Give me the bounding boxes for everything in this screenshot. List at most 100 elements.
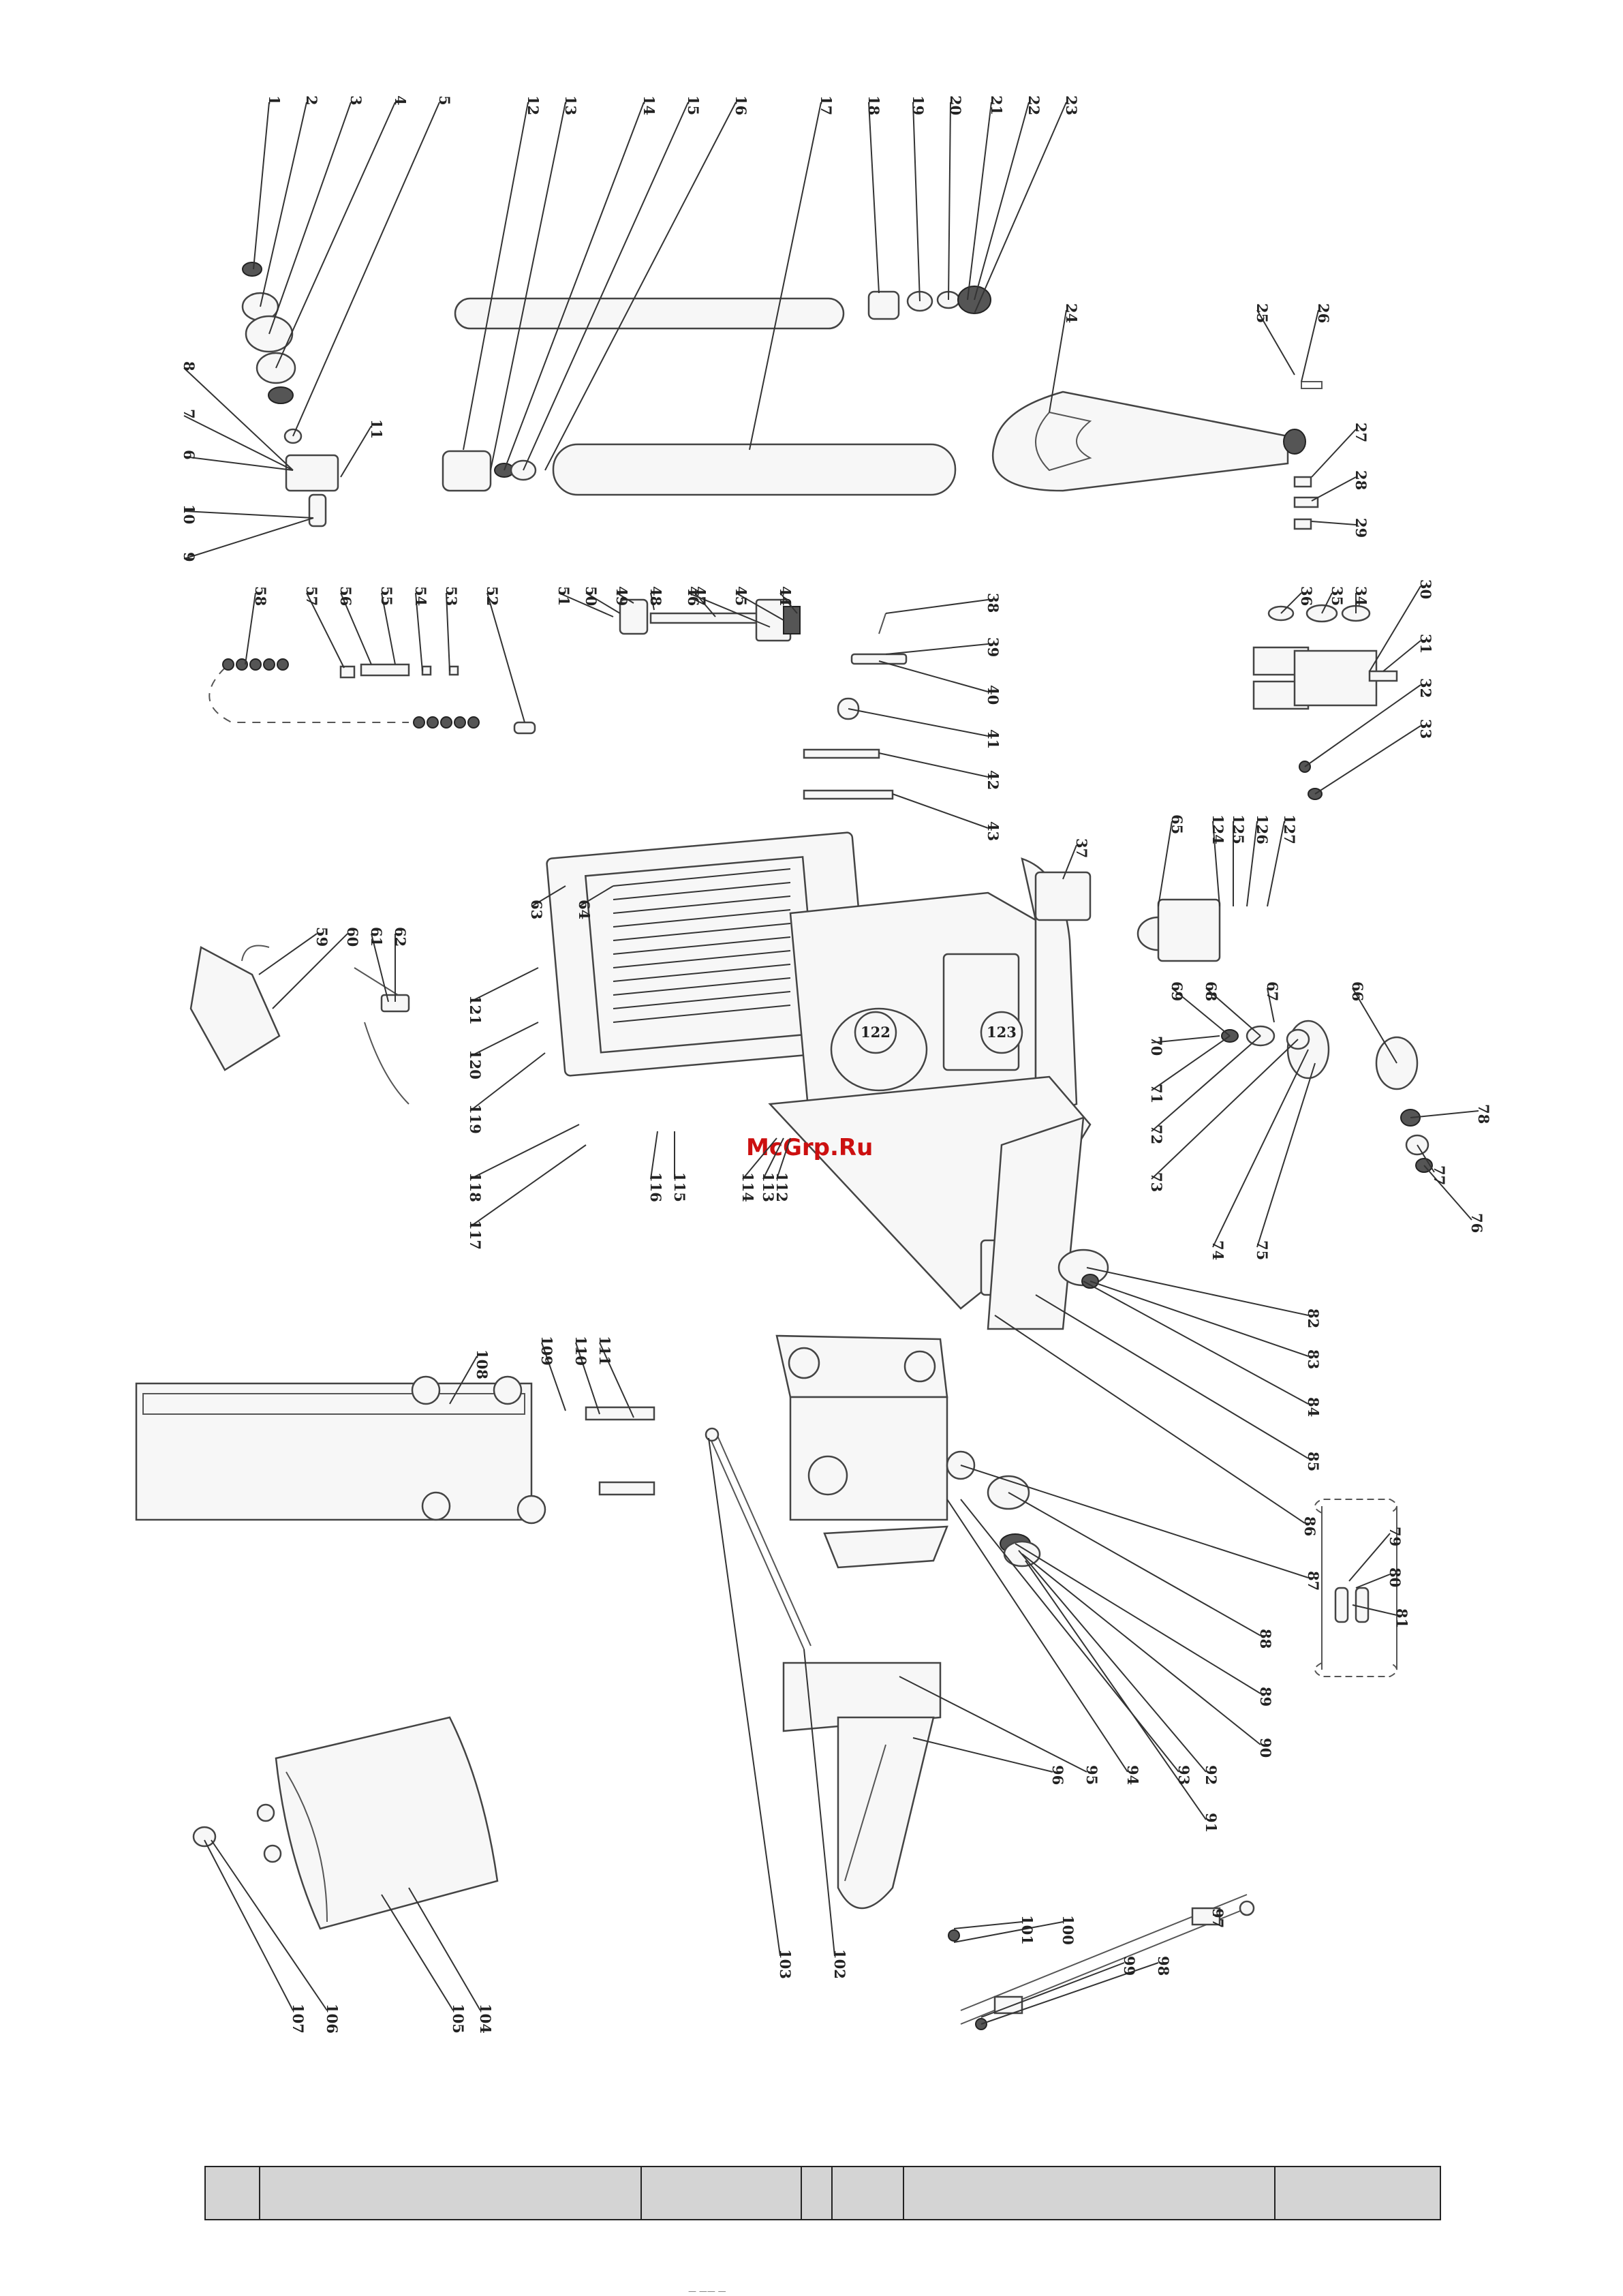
- callout-95: 95: [1083, 1765, 1100, 1785]
- callout-22: 22: [1025, 95, 1042, 115]
- callout-108: 108: [474, 1349, 491, 1379]
- callout-leader-107: [204, 1839, 294, 2011]
- callout-36: 36: [1298, 586, 1315, 606]
- callout-19: 19: [910, 95, 927, 115]
- callout-91: 91: [1203, 1813, 1220, 1833]
- callout-leader-66: [1352, 988, 1397, 1064]
- callout-leader-51: [558, 592, 614, 617]
- callout-leader-14: [504, 102, 645, 471]
- callout-leader-90: [1021, 1553, 1261, 1745]
- callout-leader-120: [469, 1022, 539, 1057]
- callout-73: 73: [1148, 1172, 1165, 1192]
- callout-4: 4: [392, 95, 409, 106]
- callout-116: 116: [647, 1172, 664, 1202]
- callout-leader-78: [1410, 1110, 1479, 1118]
- callout-89: 89: [1257, 1687, 1274, 1706]
- callout-100: 100: [1060, 1915, 1077, 1945]
- callout-leader-32: [1304, 684, 1421, 767]
- callout-106: 106: [324, 2004, 341, 2034]
- callout-52: 52: [484, 586, 501, 606]
- callout-leader-77: [1417, 1144, 1435, 1173]
- callout-51: 51: [555, 586, 572, 606]
- callout-105: 105: [450, 2004, 467, 2034]
- callout-33: 33: [1417, 719, 1434, 739]
- callout-leader-8: [183, 367, 294, 471]
- callout-leader-56: [340, 592, 372, 665]
- callout-leader-119: [469, 1052, 546, 1112]
- callout-leader-95: [899, 1676, 1087, 1773]
- callout-112: 112: [773, 1172, 790, 1202]
- callout-leader-47: [694, 592, 716, 617]
- callout-leader-118: [469, 1124, 580, 1180]
- callout-leader-94: [946, 1499, 1128, 1773]
- callout-leader-31: [1382, 640, 1421, 672]
- callout-107: 107: [290, 2004, 307, 2034]
- callout-leader-33: [1314, 725, 1421, 795]
- callout-50: 50: [583, 586, 600, 606]
- callout-leader-48: [650, 592, 655, 611]
- callout-48: 48: [647, 586, 664, 606]
- callout-leader-17: [749, 102, 822, 450]
- callout-leader-42: [878, 752, 989, 778]
- callout-leader-69: [1171, 988, 1231, 1037]
- callout-leader-117: [469, 1144, 587, 1227]
- callout-leader-70: [1151, 1035, 1220, 1043]
- callout-leader-20: [948, 102, 951, 301]
- callout-26: 26: [1315, 303, 1332, 323]
- callout-39: 39: [985, 637, 1002, 657]
- callout-76: 76: [1468, 1213, 1485, 1233]
- callout-84: 84: [1305, 1397, 1322, 1417]
- callout-leader-98: [980, 1962, 1159, 2025]
- callout-leader-93: [960, 1499, 1179, 1773]
- callout-leader-64: [578, 885, 614, 907]
- cylinder-assembly: [241, 262, 991, 527]
- callout-81: 81: [1393, 1608, 1410, 1628]
- callout-leader-52: [486, 592, 525, 723]
- callout-2: 2: [303, 95, 320, 106]
- callout-63: 63: [528, 900, 545, 919]
- callout-54: 54: [412, 586, 429, 606]
- callout-leader-7: [183, 415, 294, 471]
- callout-leader-39: [885, 643, 989, 655]
- callout-74: 74: [1209, 1240, 1226, 1260]
- callout-16: 16: [732, 95, 749, 115]
- table-cell: [642, 2167, 802, 2219]
- callout-leader-113: [762, 1137, 784, 1180]
- callout-34: 34: [1352, 586, 1370, 606]
- callout-24: 24: [1063, 303, 1080, 323]
- callout-leader-30: [1369, 585, 1421, 672]
- callout-78: 78: [1475, 1104, 1492, 1124]
- callout-leader-75: [1256, 1062, 1316, 1248]
- callout-leader-21: [967, 102, 992, 301]
- callout-leader-83: [1089, 1281, 1309, 1357]
- callout-14: 14: [640, 95, 658, 115]
- side-cover: [135, 1375, 655, 1525]
- callout-leader-105: [381, 1894, 454, 2011]
- callout-leader-85: [1035, 1294, 1309, 1459]
- callout-38: 38: [985, 593, 1002, 613]
- callout-leader-12: [463, 102, 529, 450]
- callout-leader-109: [541, 1342, 566, 1411]
- callout-leader-86: [994, 1315, 1305, 1524]
- callout-82: 82: [1305, 1308, 1322, 1328]
- callout-leader-80: [1355, 1574, 1391, 1589]
- callout-leader-55: [381, 592, 396, 665]
- callout-leader-76: [1423, 1165, 1472, 1221]
- callout-37: 37: [1073, 838, 1090, 858]
- callout-leader-60: [272, 933, 348, 1009]
- callout-88: 88: [1257, 1629, 1274, 1649]
- callout-79: 79: [1387, 1527, 1404, 1546]
- table-cell: [904, 2167, 1276, 2219]
- callout-111: 111: [596, 1336, 613, 1366]
- callout-120: 120: [467, 1050, 484, 1080]
- callout-leader-114: [742, 1137, 777, 1180]
- callout-leader-65: [1158, 821, 1173, 907]
- callout-44: 44: [777, 586, 794, 606]
- callout-leader-11: [340, 425, 372, 478]
- callout-leader-103: [708, 1437, 781, 1957]
- table-cell: [802, 2167, 833, 2219]
- callout-121: 121: [467, 995, 484, 1025]
- callout-leader-84: [1083, 1281, 1309, 1405]
- callout-leader-124: [1212, 821, 1220, 907]
- callout-leader-112: [776, 1137, 791, 1180]
